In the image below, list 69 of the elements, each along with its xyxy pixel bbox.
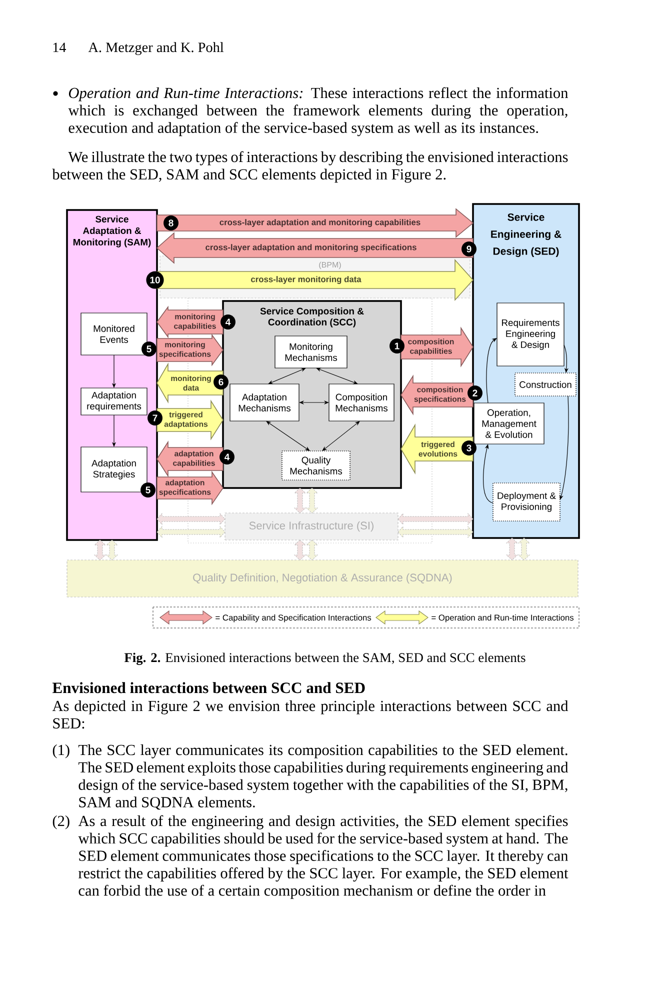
callout-number: 6 <box>214 374 228 390</box>
edge-label: cross-layer adaptation and monitoring specifications <box>206 244 416 252</box>
layer-band: Quality Definition, Negotiation & Assurance (SQDNA) <box>66 560 578 598</box>
callout-number: 9 <box>462 242 476 256</box>
process-box: Operation, Management & Evolution <box>474 402 544 444</box>
section-heading: Envisioned interactions between SCC and SED <box>52 682 365 694</box>
double-block-arrow <box>156 513 226 525</box>
process-box: Monitoring Mechanisms <box>274 336 348 368</box>
double-block-arrow <box>398 513 474 525</box>
callout-number: 2 <box>468 386 482 400</box>
callout-number: 1 <box>390 338 404 354</box>
double-arrow <box>268 368 306 384</box>
block-arrow <box>156 334 224 366</box>
block-arrow <box>156 208 474 238</box>
double-block-arrow <box>518 538 530 560</box>
legend-label: = Capability and Specification Interactions <box>216 614 372 622</box>
process-box: Construction <box>514 372 576 396</box>
paragraph: Operation and Run-time Interactions: These interactions reflect the information which is exchanged between the framework elements during the operation, execution and adaptation of the service-based system as well as its instances. <box>68 87 568 136</box>
legend-label: = Operation and Run-time Interactions <box>432 614 574 622</box>
double-block-arrow <box>94 540 106 560</box>
list-item: The SCC layer communicates its composition capabilities to the SED element. The SED element exploits those capabilities during requirements engineering and design of the service-based system together with the capabilities of the SI, BPM, SAM and SQDNA elements. <box>78 744 568 810</box>
edge-label: cross-layer adaptation and monitoring capabilities <box>220 219 420 227</box>
block-arrow <box>156 400 224 440</box>
block-arrow <box>156 362 224 404</box>
callout-number: 10 <box>146 271 164 289</box>
figure-caption: Fig. 2. Envisioned interactions between the SAM, SED and SCC elements <box>124 652 526 665</box>
block-arrow <box>156 470 224 506</box>
callout-number: 5 <box>142 342 156 356</box>
double-arrow <box>316 368 358 384</box>
block-arrow <box>400 374 474 416</box>
list-number: (2) <box>52 815 70 830</box>
callout-number: 4 <box>220 450 234 464</box>
block-arrow <box>156 232 474 264</box>
running-head: A. Metzger and K. Pohl <box>88 42 224 56</box>
process-box: Composition Mechanisms <box>328 384 394 422</box>
page-number: 14 <box>53 42 66 52</box>
block-arrow <box>400 424 474 474</box>
double-block-arrow <box>106 540 118 560</box>
process-box: Adaptation Mechanisms <box>230 384 300 422</box>
callout-number: 3 <box>462 440 476 456</box>
list-number: (1) <box>52 744 70 758</box>
double-block-arrow <box>294 488 306 514</box>
list-item: As a result of the engineering and design activities, the SED element specifies which SCC capabilities should be used for the service-based system at hand. The SED element communicates those specifications to the SCC layer. It thereby can restrict the capabilities offered by the SCC layer. For example, the SED element can forbid the use of a certain composition mechanism or define the order in <box>78 815 568 899</box>
block-arrow <box>156 440 224 478</box>
arrow <box>560 396 569 500</box>
edge-label: cross-layer monitoring data <box>251 276 362 284</box>
double-block-arrow <box>306 488 318 514</box>
process-box: Deployment & Provisioning <box>492 482 560 522</box>
callout-number: 8 <box>164 216 178 230</box>
process-box: Requirements Engineering & Design <box>496 302 564 366</box>
double-block-arrow <box>156 526 226 538</box>
callout-number: 5 <box>140 482 156 498</box>
process-box: Quality Mechanisms <box>282 450 350 480</box>
callout-number: 7 <box>148 410 162 426</box>
double-block-arrow <box>506 538 518 560</box>
double-block-arrow <box>294 540 306 560</box>
double-block-arrow <box>398 526 474 538</box>
process-box: Adaptation requirements <box>80 388 148 416</box>
double-block-arrow <box>306 540 318 560</box>
process-box: Monitored Events <box>80 312 148 356</box>
block-arrow <box>156 306 224 338</box>
callout-number: 4 <box>220 314 236 330</box>
arrow <box>486 338 497 404</box>
double-arrow <box>322 421 360 451</box>
layer-band: Service Infrastructure (SI) <box>224 512 398 540</box>
double-arrow <box>266 421 310 451</box>
block-arrow <box>400 326 474 368</box>
paragraph: We illustrate the two types of interactions by describing the envisioned interactions between the SED, SAM and SCC elements depicted in Figure 2. <box>52 151 568 183</box>
paragraph: As depicted in Figure 2 we envision three principle interactions between SCC and SED: <box>52 700 568 729</box>
